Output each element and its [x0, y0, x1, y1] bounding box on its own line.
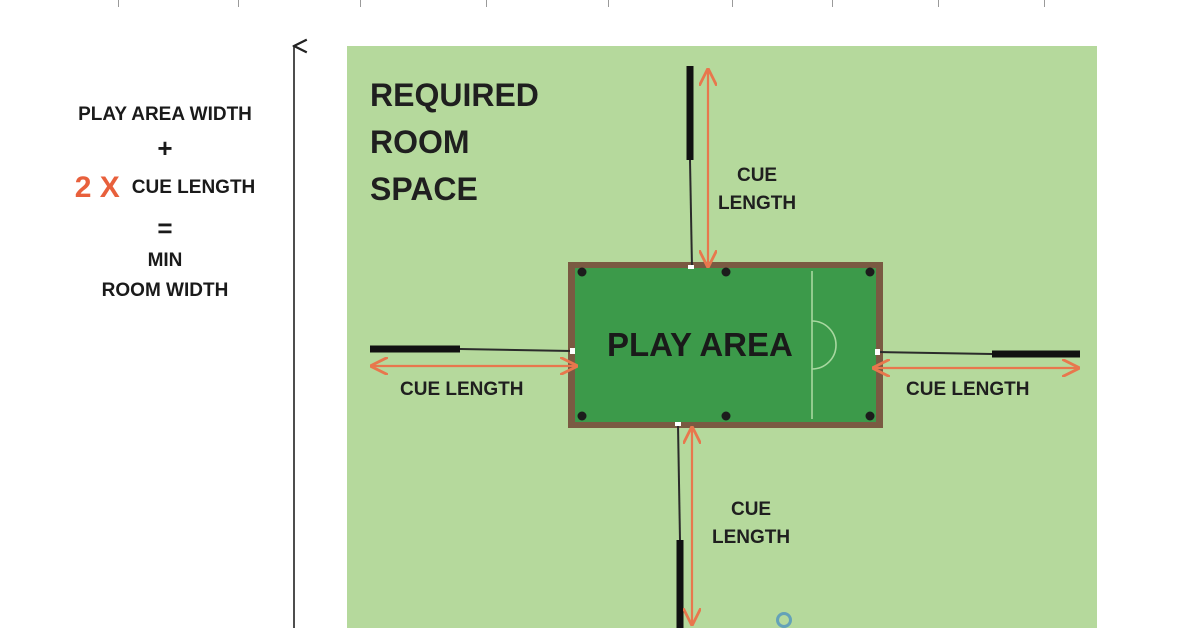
right-cue-stick	[875, 349, 1080, 358]
formula-plus: +	[157, 133, 173, 163]
kitchen-d-arc	[811, 320, 837, 370]
formula-multiplier: 2 X	[74, 171, 120, 204]
top-cue-label-line-2: LENGTH	[718, 193, 797, 214]
formula-equals: =	[157, 213, 173, 243]
formula-room-width: ROOM WIDTH	[101, 280, 229, 301]
formula-multiplier-row: 2 X CUE LENGTH	[40, 166, 290, 210]
required-room-space-label: REQUIRED ROOM SPACE	[370, 72, 539, 213]
pocket	[721, 411, 731, 421]
pocket	[577, 411, 587, 421]
bottom-cue-label-line-1: CUE	[730, 499, 772, 520]
left-cue-length-label: CUE LENGTH	[400, 379, 524, 400]
formula-min: MIN	[147, 250, 183, 271]
play-area-label: PLAY AREA	[607, 326, 793, 363]
room-label-line-1: REQUIRED	[370, 77, 539, 113]
top-cue-length-label: CUE LENGTH	[718, 162, 796, 218]
formula-cue-length: CUE LENGTH	[131, 177, 256, 198]
pocket	[865, 267, 875, 277]
top-cue-stick	[686, 66, 694, 269]
bottom-cue-stick	[675, 422, 684, 628]
formula-play-area-width: PLAY AREA WIDTH	[78, 104, 252, 125]
room-label-line-2: ROOM	[370, 124, 470, 160]
pocket	[865, 411, 875, 421]
top-cue-label-line-1: CUE	[736, 165, 778, 186]
pocket	[721, 267, 731, 277]
pocket	[577, 267, 587, 277]
bottom-cue-label-line-2: LENGTH	[712, 527, 791, 548]
bottom-cue-length-label: CUE LENGTH	[712, 496, 790, 552]
room-label-line-3: SPACE	[370, 171, 478, 207]
table-felt	[575, 268, 876, 422]
left-cue-stick	[370, 345, 575, 354]
right-cue-length-label: CUE LENGTH	[906, 379, 1030, 400]
table-pockets	[577, 267, 875, 421]
watermark-logo-icon	[776, 612, 792, 628]
watermark	[776, 612, 792, 628]
top-tick-strip	[0, 0, 1196, 14]
room-width-formula: PLAY AREA WIDTH + 2 X CUE LENGTH = MIN R…	[40, 100, 290, 306]
